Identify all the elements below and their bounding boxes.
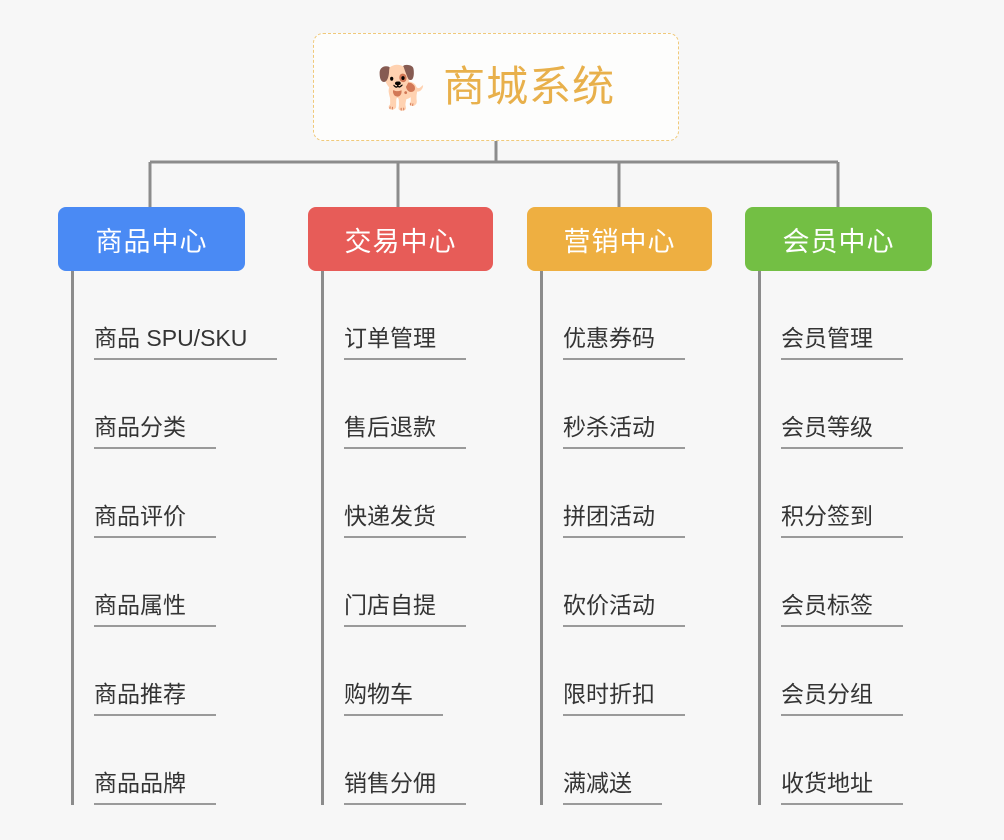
branch-header-trade-center[interactable]: 交易中心 [308, 207, 493, 271]
leaf-label: 商品评价 [94, 502, 216, 538]
leaf-list-marketing-center: 优惠券码 秒杀活动 拼团活动 砍价活动 限时折扣 满减送 [527, 271, 742, 805]
branch-label: 会员中心 [782, 226, 895, 257]
list-item[interactable]: 销售分佣 [322, 716, 523, 805]
leaf-label: 订单管理 [344, 324, 466, 360]
leaf-label: 商品分类 [94, 413, 216, 449]
shiba-dog-face-icon: 🐕 [376, 64, 430, 111]
leaf-label: 购物车 [344, 680, 443, 716]
list-item[interactable]: 购物车 [322, 627, 523, 716]
list-item[interactable]: 限时折扣 [541, 627, 742, 716]
leaf-label: 会员等级 [781, 413, 903, 449]
leaf-label: 商品推荐 [94, 680, 216, 716]
leaf-spine [71, 271, 74, 805]
list-item[interactable]: 收货地址 [759, 716, 960, 805]
leaf-label: 收货地址 [781, 769, 903, 805]
list-item[interactable]: 会员标签 [759, 538, 960, 627]
branch-header-marketing-center[interactable]: 营销中心 [527, 207, 712, 271]
branch-header-member-center[interactable]: 会员中心 [745, 207, 932, 271]
list-item[interactable]: 会员等级 [759, 360, 960, 449]
branch-label: 交易中心 [344, 226, 457, 257]
list-item[interactable]: 商品品牌 [72, 716, 288, 805]
list-item[interactable]: 优惠券码 [541, 271, 742, 360]
leaf-label: 优惠券码 [563, 324, 685, 360]
list-item[interactable]: 满减送 [541, 716, 742, 805]
leaf-label: 秒杀活动 [563, 413, 685, 449]
leaf-label: 满减送 [563, 769, 662, 805]
leaf-label: 商品 SPU/SKU [94, 324, 278, 360]
list-item[interactable]: 拼团活动 [541, 449, 742, 538]
leaf-spine [758, 271, 761, 805]
leaf-list-trade-center: 订单管理 售后退款 快递发货 门店自提 购物车 销售分佣 [308, 271, 523, 805]
branch-label: 营销中心 [563, 226, 676, 257]
branch-trade-center: 交易中心 订单管理 售后退款 快递发货 门店自提 购物车 销售分佣 [308, 207, 523, 805]
list-item[interactable]: 砍价活动 [541, 538, 742, 627]
leaf-label: 商品品牌 [94, 769, 216, 805]
leaf-label: 限时折扣 [563, 680, 685, 716]
leaf-label: 积分签到 [781, 502, 903, 538]
leaf-label: 销售分佣 [344, 769, 466, 805]
leaf-label: 会员管理 [781, 324, 903, 360]
list-item[interactable]: 商品分类 [72, 360, 288, 449]
list-item[interactable]: 积分签到 [759, 449, 960, 538]
branch-marketing-center: 营销中心 优惠券码 秒杀活动 拼团活动 砍价活动 限时折扣 满减送 [527, 207, 742, 805]
list-item[interactable]: 商品推荐 [72, 627, 288, 716]
leaf-label: 会员分组 [781, 680, 903, 716]
root-title: 商城系统 [443, 62, 616, 110]
leaf-spine [321, 271, 324, 805]
list-item[interactable]: 会员管理 [759, 271, 960, 360]
leaf-label: 快递发货 [344, 502, 466, 538]
branch-product-center: 商品中心 商品 SPU/SKU 商品分类 商品评价 商品属性 商品推荐 商品品牌 [58, 207, 288, 805]
leaf-label: 售后退款 [344, 413, 466, 449]
branch-label: 商品中心 [95, 226, 208, 257]
leaf-label: 商品属性 [94, 591, 216, 627]
list-item[interactable]: 售后退款 [322, 360, 523, 449]
list-item[interactable]: 商品评价 [72, 449, 288, 538]
list-item[interactable]: 商品属性 [72, 538, 288, 627]
leaf-label: 砍价活动 [563, 591, 685, 627]
list-item[interactable]: 商品 SPU/SKU [72, 271, 288, 360]
leaf-spine [540, 271, 543, 805]
list-item[interactable]: 会员分组 [759, 627, 960, 716]
list-item[interactable]: 快递发货 [322, 449, 523, 538]
branch-header-product-center[interactable]: 商品中心 [58, 207, 245, 271]
list-item[interactable]: 秒杀活动 [541, 360, 742, 449]
branch-member-center: 会员中心 会员管理 会员等级 积分签到 会员标签 会员分组 收货地址 [745, 207, 960, 805]
list-item[interactable]: 门店自提 [322, 538, 523, 627]
list-item[interactable]: 订单管理 [322, 271, 523, 360]
leaf-list-member-center: 会员管理 会员等级 积分签到 会员标签 会员分组 收货地址 [745, 271, 960, 805]
leaf-label: 门店自提 [344, 591, 466, 627]
leaf-label: 拼团活动 [563, 502, 685, 538]
root-node[interactable]: 🐕 商城系统 [313, 33, 679, 141]
leaf-label: 会员标签 [781, 591, 903, 627]
leaf-list-product-center: 商品 SPU/SKU 商品分类 商品评价 商品属性 商品推荐 商品品牌 [58, 271, 288, 805]
